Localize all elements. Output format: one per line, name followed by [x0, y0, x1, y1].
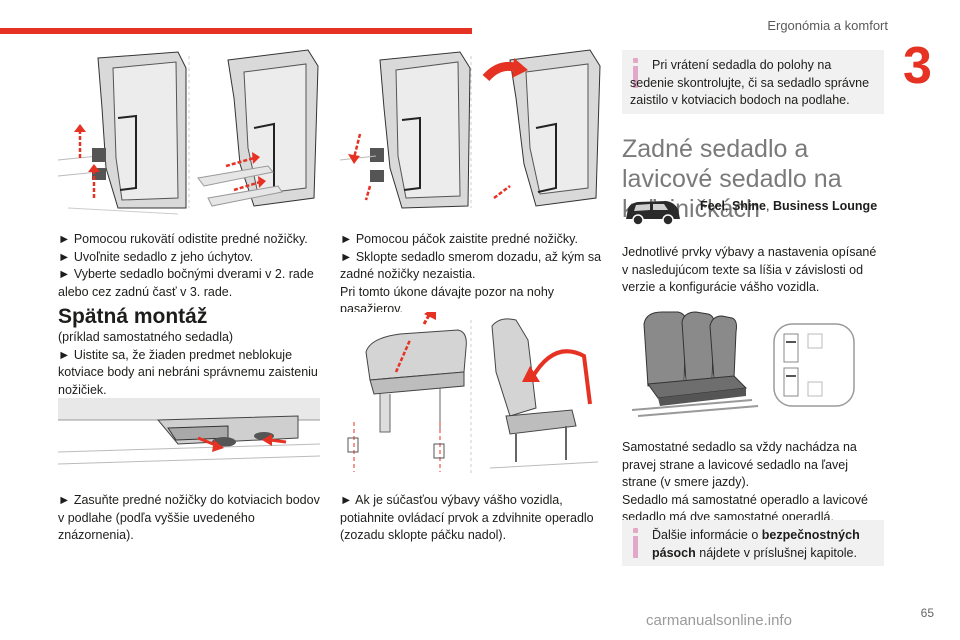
vehicle-silhouette-icon — [622, 197, 682, 227]
removal-step-2: ► Uvoľnite sedadlo z jeho úchytov. — [58, 249, 254, 264]
seat-description-1: Samostatné sedadlo sa vždy nachádza na p… — [622, 440, 857, 489]
info-box-check-anchors: Pri vrátení sedadla do polohy na sedenie… — [622, 50, 884, 114]
info-box-seatbelts: Ďalšie informácie o bezpečnostných pásoc… — [622, 520, 884, 566]
lock-step-2: ► Sklopte sedadlo smerom dozadu, až kým … — [340, 249, 602, 282]
backrest-raise-illustration — [340, 312, 602, 482]
floor-anchor-illustration — [58, 398, 320, 478]
info2-pre: Ďalšie informácie o — [652, 528, 762, 542]
rail-seats-illustration — [622, 304, 884, 422]
intro-text: Jednotlivé prvky výbavy a nastavenia opí… — [622, 245, 877, 294]
removal-step-3: ► Vyberte sedadlo bočnými dverami v 2. r… — [58, 267, 314, 299]
info-text-check-anchors: Pri vrátení sedadla do polohy na sedenie… — [630, 58, 870, 107]
info-icon — [630, 58, 640, 88]
trim-versions: Feel, Shine, Business Lounge — [700, 198, 877, 216]
info2-bold: bezpečnostných pásoch — [652, 528, 860, 560]
trim-separator-2: , — [766, 199, 773, 213]
reinstall-heading: Spätná montáž — [58, 305, 208, 328]
trim-business-lounge: Business Lounge — [772, 199, 878, 213]
lock-steps: ► Pomocou páčok zaistite predné nožičky.… — [340, 231, 602, 319]
page-number: 65 — [920, 606, 934, 620]
info2-post: nájdete v príslušnej kapitole. — [695, 545, 857, 560]
rail-seats-heading: Zadné sedadlo a lavicové sedadlo na koľa… — [622, 135, 842, 223]
removal-steps: ► Pomocou rukovätí odistite predné nožič… — [58, 231, 320, 301]
seat-description: Samostatné sedadlo sa vždy nachádza na p… — [622, 439, 884, 527]
trim-shine: Shine — [731, 199, 767, 213]
lock-step-1: ► Pomocou páčok zaistite predné nožičky. — [340, 232, 578, 246]
chapter-number: 3 — [903, 37, 932, 95]
section-title: Ergonómia a komfort — [767, 18, 888, 33]
reinstall-step-1: ► Uistite sa, že žiaden predmet neblokuj… — [58, 347, 318, 397]
removal-step-1: ► Pomocou rukovätí odistite predné nožič… — [58, 232, 308, 246]
info-text-seatbelts: Ďalšie informácie o bezpečnostných pásoc… — [652, 527, 878, 562]
watermark: carmanualsonline.info — [646, 612, 792, 629]
info-icon — [630, 528, 640, 558]
raise-backrest-text: ► Ak je súčasťou výbavy vášho vozidla, p… — [340, 493, 594, 542]
insert-legs-text: ► Zasuňte predné nožičky do kotviacich b… — [58, 493, 320, 542]
reinstall-example: (príklad samostatného sedadla) — [58, 330, 234, 344]
trim-feel: Feel — [700, 199, 726, 213]
trim-separator-1: , — [725, 199, 732, 213]
seat-removal-illustration — [58, 48, 320, 216]
reinstall-text: (príklad samostatného sedadla) ► Uistite… — [58, 329, 320, 399]
header-accent-bar — [0, 28, 472, 34]
seat-lock-illustration — [340, 48, 602, 216]
